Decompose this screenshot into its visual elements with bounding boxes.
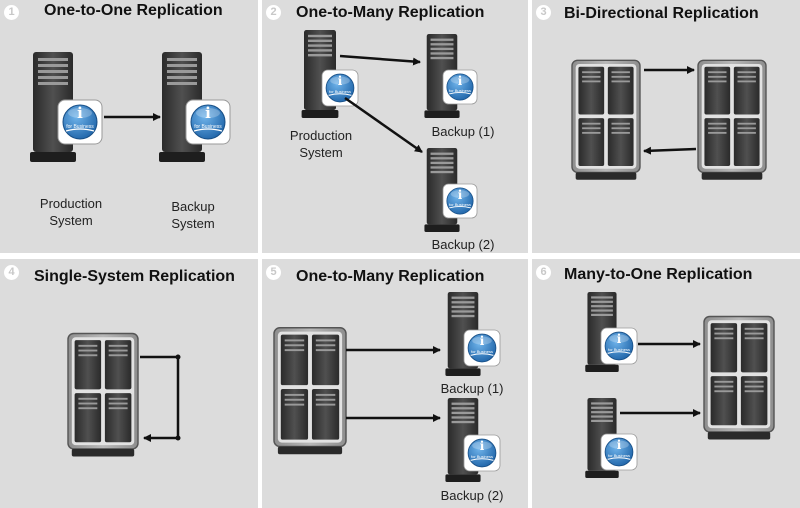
- badge-letter: i: [457, 73, 463, 88]
- target-cabinet-icon: [697, 59, 767, 181]
- badge-letter: i: [479, 333, 485, 348]
- badge-letter: i: [337, 73, 343, 88]
- source-cabinet-icon: [571, 59, 641, 181]
- target-cabinet-icon: [703, 315, 775, 441]
- panel-number: 2: [266, 5, 281, 20]
- badge-caption: for Business: [607, 347, 630, 353]
- replication-arrow: [344, 96, 423, 154]
- badge-caption: for Business: [470, 349, 493, 355]
- panel-title: One-to-One Replication: [44, 2, 223, 19]
- backup-1-label: Backup (1): [431, 124, 495, 139]
- single-system-cabinet-icon: [67, 332, 139, 458]
- panel-number: 6: [536, 265, 551, 280]
- production-system-label: Production System: [289, 128, 353, 160]
- badge-letter: i: [616, 331, 622, 346]
- replication-arrow: [339, 54, 421, 66]
- panel-number: 1: [4, 5, 19, 20]
- badge-caption: for Business: [194, 124, 222, 130]
- panel-number: 5: [266, 265, 281, 280]
- badge-caption: for Business: [448, 88, 471, 94]
- panel-title: Many-to-One Replication: [564, 266, 753, 283]
- backup-2-label: Backup (2): [431, 237, 495, 252]
- badge-letter: i: [479, 438, 485, 453]
- panel-title: One-to-Many Replication: [296, 268, 485, 285]
- badge-caption: for Business: [607, 453, 630, 459]
- panel-title: One-to-Many Replication: [296, 4, 485, 21]
- production-system-label: Production System: [39, 196, 103, 228]
- panel-number: 3: [536, 5, 551, 20]
- backup-2-label: Backup (2): [440, 488, 504, 503]
- badge-letter: i: [77, 104, 83, 122]
- backup-1-label: Backup (1): [440, 381, 504, 396]
- panel-title: Single-System Replication: [34, 268, 235, 285]
- loopback-arrow: [140, 355, 180, 442]
- badge-caption: for Business: [448, 202, 471, 208]
- badge-letter: i: [616, 437, 622, 452]
- badge-caption: for Business: [470, 454, 493, 460]
- badge-letter: i: [205, 104, 211, 122]
- badge-caption: for Business: [328, 89, 351, 95]
- panel-number: 4: [4, 265, 19, 280]
- replication-arrow: [643, 146, 697, 155]
- panel-title: Bi-Directional Replication: [564, 5, 759, 22]
- badge-letter: i: [457, 187, 463, 202]
- source-cabinet-icon: [273, 326, 347, 456]
- badge-caption: for Business: [66, 124, 94, 130]
- backup-system-label: Backup System: [171, 199, 215, 231]
